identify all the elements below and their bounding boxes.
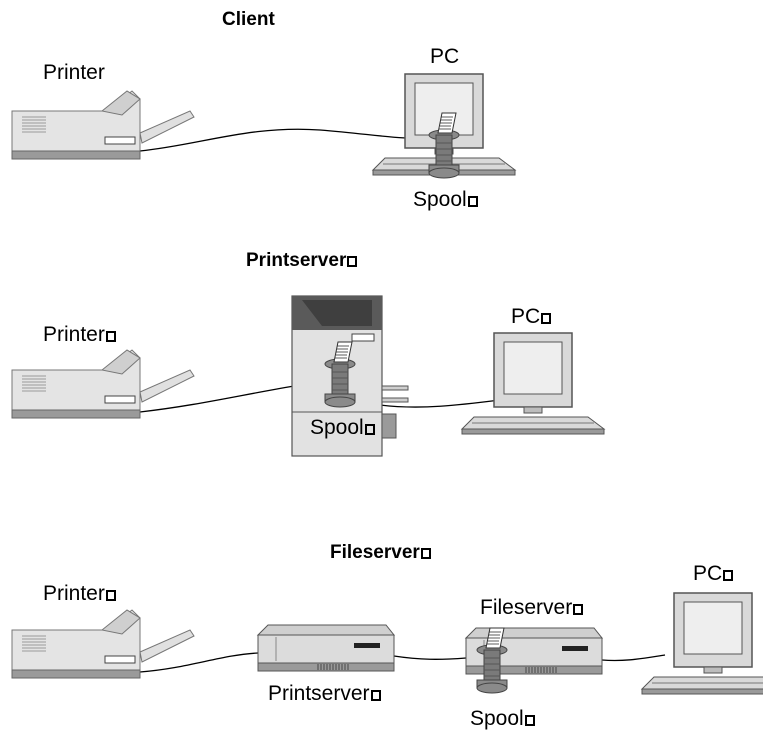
fileserver-printer-icon xyxy=(11,609,195,679)
client-printer-label: Printer xyxy=(43,61,105,84)
printserver-pc-label: PC xyxy=(511,306,552,327)
printserver-scenario xyxy=(11,295,605,457)
client-scenario xyxy=(11,73,516,179)
client-pc-label: PC xyxy=(430,45,460,68)
fileserver-pc-icon xyxy=(641,592,763,695)
client-printer-icon xyxy=(11,90,195,160)
fileserver-printserver-icon xyxy=(257,624,395,672)
placeholder-box-icon xyxy=(723,570,734,581)
printserver-printer-cable xyxy=(139,384,301,413)
printserver-tower-icon xyxy=(291,295,409,457)
client-spool-label: Spool xyxy=(413,189,478,210)
fileserver-server-cable xyxy=(393,655,467,660)
fileserver-scenario xyxy=(11,592,763,695)
fileserver-spool-label: Spool xyxy=(470,708,535,729)
placeholder-box-icon xyxy=(347,256,358,267)
placeholder-box-icon xyxy=(573,604,584,615)
placeholder-box-icon xyxy=(541,313,552,324)
placeholder-box-icon xyxy=(467,196,478,207)
client-title: Client xyxy=(222,9,275,30)
printserver-spool-label: Spool xyxy=(310,417,375,438)
printserver-pc-icon xyxy=(461,332,605,435)
client-cable xyxy=(139,128,441,152)
placeholder-box-icon xyxy=(364,424,375,435)
placeholder-box-icon xyxy=(105,331,116,342)
placeholder-box-icon xyxy=(105,590,116,601)
placeholder-box-icon xyxy=(420,548,431,559)
fileserver-printserver-label: Printserver xyxy=(268,683,381,704)
fileserver-pc-label: PC xyxy=(693,563,734,584)
printserver-printer-label: Printer xyxy=(43,324,116,345)
fileserver-printer-cable xyxy=(139,652,259,673)
printserver-pc-cable xyxy=(379,399,501,408)
placeholder-box-icon xyxy=(524,715,535,726)
placeholder-box-icon xyxy=(370,690,381,701)
printserver-title: Printserver xyxy=(246,251,358,270)
fileserver-pc-cable xyxy=(601,654,666,662)
fileserver-printer-label: Printer xyxy=(43,583,116,604)
fileserver-fileserver-label: Fileserver xyxy=(480,597,584,618)
fileserver-title: Fileserver xyxy=(330,543,431,562)
